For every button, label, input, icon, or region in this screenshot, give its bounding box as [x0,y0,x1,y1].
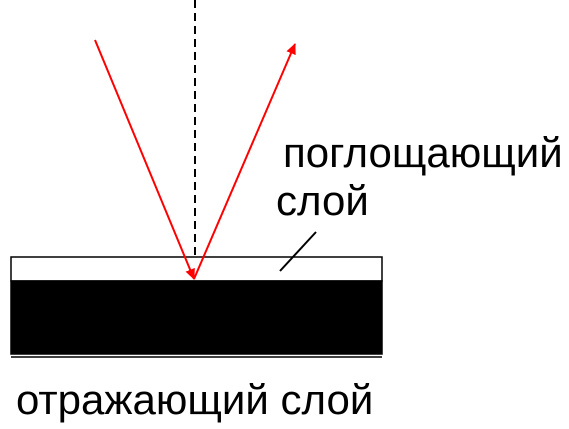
reflected-ray [193,43,296,280]
absorbing-layer [10,256,383,282]
absorbing-layer-label-line2: слой [276,177,369,224]
reflecting-layer-label: отражающий слой [16,376,374,423]
incident-ray [94,39,195,280]
reflecting-layer [10,280,383,355]
absorbing-layer-label-line1: поглощающий [283,129,563,176]
leader-line [279,231,317,272]
